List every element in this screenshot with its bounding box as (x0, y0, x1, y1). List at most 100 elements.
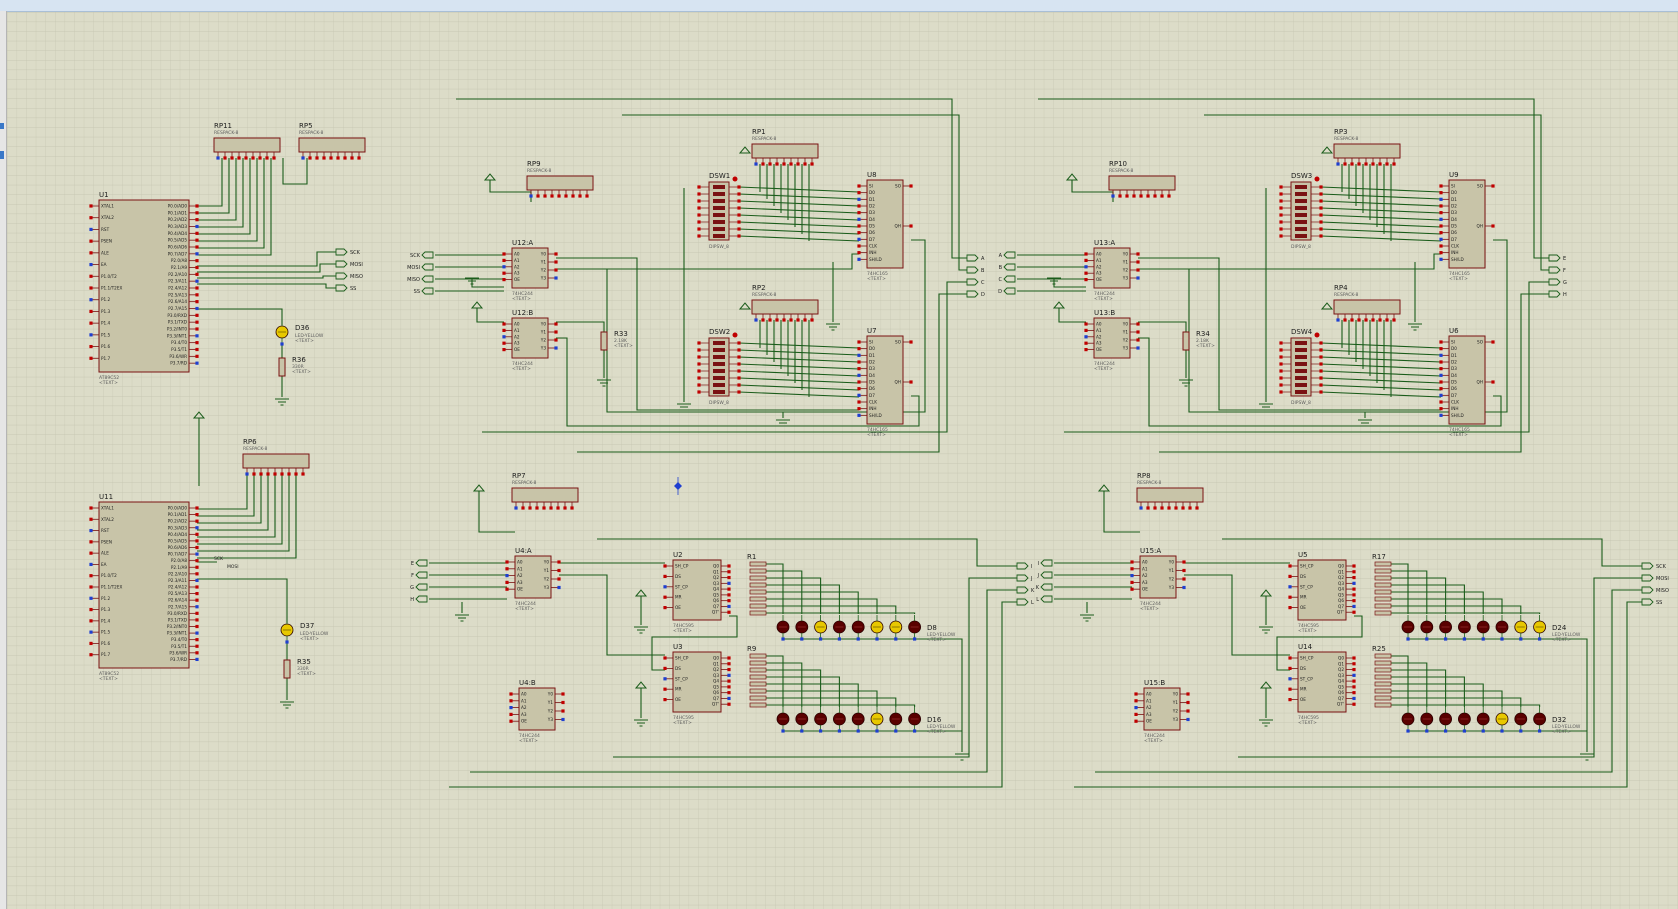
output-port (1016, 586, 1029, 594)
pin-dot (697, 355, 701, 359)
output-port (1016, 574, 1029, 582)
toolbar-tab-icon[interactable] (0, 123, 4, 129)
pin-dot (1350, 318, 1354, 322)
toolbar-tab-icon[interactable] (0, 151, 4, 159)
pin-label: P0.2/AD2 (168, 217, 188, 222)
switch-lever (1295, 376, 1307, 380)
pin-label: D6 (1451, 386, 1457, 391)
pin-dot (1160, 506, 1164, 510)
port-label: SCK (1656, 564, 1667, 570)
pin-dot (1182, 577, 1186, 581)
pin-label: P1.1/T2EX (101, 286, 122, 291)
wire (476, 308, 504, 323)
pin-dot (1125, 194, 1129, 198)
pin-label: XTAL2 (101, 517, 114, 522)
buffer-u4-b (518, 687, 556, 731)
shiftreg-u2-type: 74HC595 (673, 623, 694, 629)
pin-dot (800, 729, 804, 733)
pin-dot (1352, 599, 1356, 603)
pin-label: P3.2/INT0 (167, 624, 188, 629)
pin-dot (697, 213, 701, 217)
pin-dot (727, 673, 731, 677)
pin-dot (1352, 610, 1356, 614)
respack-rp11 (213, 137, 281, 153)
pin-label: P0.0/AD0 (168, 204, 188, 209)
pin-label: P1.0/T2 (101, 573, 117, 578)
pin-label: P3.3/INT1 (167, 333, 188, 338)
pin-label: A3 (1096, 271, 1102, 276)
mcu-u1-ref: U1 (99, 191, 109, 199)
pin-dot (697, 362, 701, 366)
dipswitch-dsw1-type: DIPSW_8 (709, 244, 729, 250)
pin-dot (1439, 184, 1443, 188)
pin-label: Q2 (1338, 575, 1344, 580)
pin-dot (1352, 656, 1356, 660)
pin-label: MR (1300, 595, 1307, 600)
pin-label: CLK (1451, 244, 1459, 249)
pin-label: D0 (1451, 346, 1457, 351)
led-wire (197, 578, 288, 623)
pin-dot (1288, 564, 1292, 568)
pin-label: Y1 (1168, 568, 1175, 573)
pin-dot (727, 610, 731, 614)
pin-dot (502, 252, 506, 256)
shiftreg-u9-type: 74HC165 (1449, 271, 1470, 277)
pin-label: D3 (869, 210, 875, 215)
respack-rp11-type: RESPACK-8 (214, 130, 238, 136)
pin-dot (697, 192, 701, 196)
power-symbol (1052, 301, 1066, 309)
pin-label: A2 (1096, 334, 1102, 339)
port-label: L (1031, 600, 1034, 606)
pin-dot (505, 587, 509, 591)
pin-label: Y0 (1122, 322, 1129, 327)
input-port (415, 559, 428, 567)
switch-lever (713, 234, 725, 238)
pin-dot (737, 199, 741, 203)
schematic-canvas[interactable]: U1AT89C52<TEXT>XTAL1XTAL2RSTPSENALEEAP1.… (7, 12, 1678, 909)
led-wire (1391, 612, 1541, 614)
led-wire (1391, 655, 1409, 707)
pin-label: Q5 (1338, 684, 1344, 689)
pin-dot (287, 472, 291, 476)
port-label: I (1038, 561, 1039, 567)
pin-label: A1 (517, 566, 523, 571)
resistor-element (749, 561, 767, 567)
pin-dot (1279, 362, 1283, 366)
pin-label: D4 (869, 217, 875, 222)
pin-label: P3.0/RXD (167, 313, 187, 318)
pin-dot (727, 667, 731, 672)
respack-rp10-ref: RP10 (1109, 160, 1127, 168)
pin-label: Y1 (1172, 700, 1179, 705)
switch-lever (713, 227, 725, 231)
pin-dot (195, 252, 199, 256)
pin-dot (1130, 574, 1134, 578)
pin-dot (1174, 506, 1178, 510)
pin-label: Y1 (540, 330, 547, 335)
pin-label: SH_CP (675, 564, 689, 569)
pin-label: A2 (514, 334, 520, 339)
port-label: SS (1656, 600, 1662, 606)
pin-label: D4 (869, 373, 875, 378)
pin-dot (1352, 564, 1356, 568)
bus-wire (197, 474, 262, 524)
resistor-r35 (283, 659, 291, 679)
pin-label: ALE (101, 250, 109, 255)
pin-dot (1279, 390, 1283, 394)
pin-label: P0.0/AD0 (168, 506, 188, 511)
port-label: J (1030, 576, 1032, 582)
loop-wire (1159, 293, 1549, 453)
pin-dot (554, 268, 558, 272)
resistor-element (1374, 688, 1392, 694)
pin-dot (265, 156, 269, 160)
shiftreg-u9-ref: U9 (1449, 171, 1459, 179)
data-wire (1320, 214, 1442, 221)
pin-label: Y0 (1168, 560, 1175, 565)
pin-label: D1 (1451, 197, 1457, 202)
pin-label: P3.1/TXD (168, 320, 187, 325)
pin-label: Y2 (1172, 709, 1179, 714)
pin-dot (1134, 719, 1138, 723)
pin-dot (280, 342, 284, 346)
pin-label: Q6 (713, 690, 719, 695)
pin-dot (909, 380, 913, 384)
